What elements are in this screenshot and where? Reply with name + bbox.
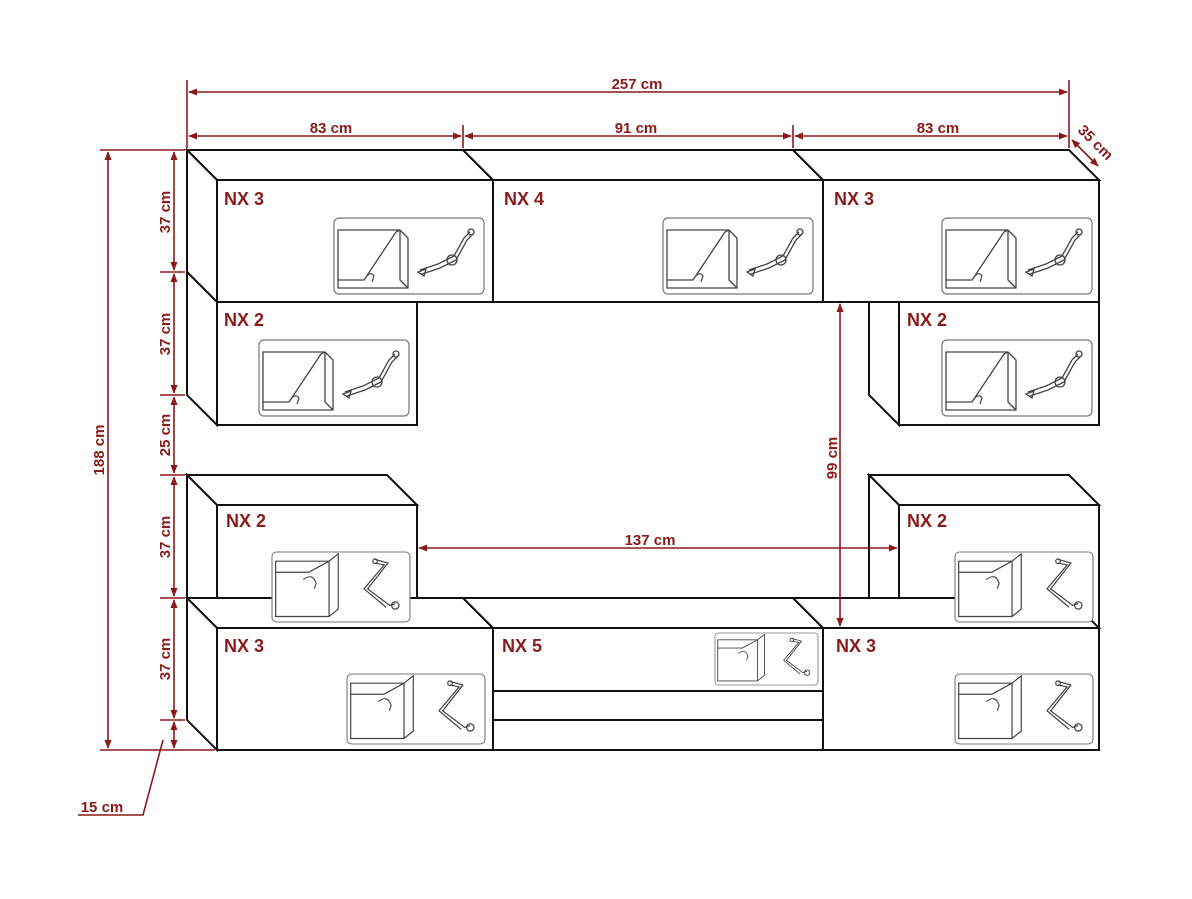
icon-panel-frame <box>333 217 485 295</box>
icon-panel-bottom-right <box>954 673 1094 745</box>
dim-total-height: 188 cm <box>91 425 108 476</box>
cabinets <box>184 147 1102 753</box>
label-bottom-right: NX 3 <box>836 636 876 656</box>
hinge-arm-icon <box>745 228 804 278</box>
cabinet-flap-icon <box>958 674 1022 740</box>
label-bottom-left: NX 3 <box>224 636 264 656</box>
dim-line-depth <box>1071 139 1099 167</box>
cabinet-flap-icon <box>958 552 1022 618</box>
icon-panel-frame <box>346 673 486 745</box>
icon-panel-low-right <box>954 551 1094 623</box>
cabinet-flap-icon <box>262 351 334 411</box>
label-top-right: NX 3 <box>834 189 874 209</box>
icon-panel-frame <box>258 339 410 417</box>
label-low-right: NX 2 <box>907 511 947 531</box>
label-low-left: NX 2 <box>226 511 266 531</box>
icon-panel-frame <box>954 551 1094 623</box>
icon-panel-frame <box>954 673 1094 745</box>
icon-panel-bottom-center <box>714 632 819 686</box>
cabinet-flap-icon <box>945 351 1017 411</box>
icon-panel-frame <box>662 217 814 295</box>
dim-row2-height: 37 cm <box>157 313 174 356</box>
hinge-arm-icon <box>1024 350 1083 400</box>
icon-panel-mid-left <box>258 339 410 417</box>
cabinet-flap-icon <box>666 229 738 289</box>
module-labels: NX 3 NX 4 NX 3 NX 2 NX 2 NX 2 NX 2 NX 3 … <box>224 189 947 656</box>
dim-row3-height: 37 cm <box>157 516 174 559</box>
hinge-arm-icon <box>341 350 400 400</box>
label-mid-left: NX 2 <box>224 310 264 330</box>
hinge-arm-icon <box>416 228 475 278</box>
dim-gap-height: 25 cm <box>157 414 174 457</box>
dim-opening-height: 99 cm <box>824 437 841 480</box>
cabinet-flap-icon <box>945 229 1017 289</box>
hinge-arm-icon <box>1046 558 1083 610</box>
hinge-arm-icon <box>438 680 475 732</box>
icon-panel-bottom-left <box>346 673 486 745</box>
mechanism-icons <box>258 217 1094 745</box>
icon-panel-frame <box>941 217 1093 295</box>
cabinet-flap-icon <box>350 674 414 740</box>
hinge-arm-icon <box>1046 680 1083 732</box>
hinge-arm-icon <box>1024 228 1083 278</box>
dim-bottom-offset: 15 cm <box>81 799 124 816</box>
icon-panel-low-left <box>271 551 411 623</box>
icon-panel-top-center <box>662 217 814 295</box>
icon-panel-top-left <box>333 217 485 295</box>
icon-panel-frame <box>941 339 1093 417</box>
dim-total-width: 257 cm <box>612 76 663 93</box>
dim-opening-width: 137 cm <box>625 532 676 549</box>
cabinet-flap-icon <box>275 552 339 618</box>
label-top-center: NX 4 <box>504 189 544 209</box>
cabinet-flap-icon <box>717 633 765 682</box>
dim-depth: 35 cm <box>1074 122 1116 164</box>
dim-right-width: 83 cm <box>917 120 960 137</box>
label-bottom-center: NX 5 <box>502 636 542 656</box>
dim-center-width: 91 cm <box>615 120 658 137</box>
hinge-arm-icon <box>783 637 811 676</box>
cabinet-flap-icon <box>337 229 409 289</box>
icon-panel-frame <box>714 632 819 686</box>
dim-row4-height: 37 cm <box>157 638 174 681</box>
hinge-arm-icon <box>363 558 400 610</box>
dimension-lines <box>78 80 1099 816</box>
icon-panel-top-right <box>941 217 1093 295</box>
leader-bottom-offset <box>78 739 164 816</box>
dim-left-width: 83 cm <box>310 120 353 137</box>
label-mid-right: NX 2 <box>907 310 947 330</box>
icon-panel-frame <box>271 551 411 623</box>
label-top-left: NX 3 <box>224 189 264 209</box>
icon-panel-mid-right <box>941 339 1093 417</box>
dim-row1-height: 37 cm <box>157 191 174 234</box>
